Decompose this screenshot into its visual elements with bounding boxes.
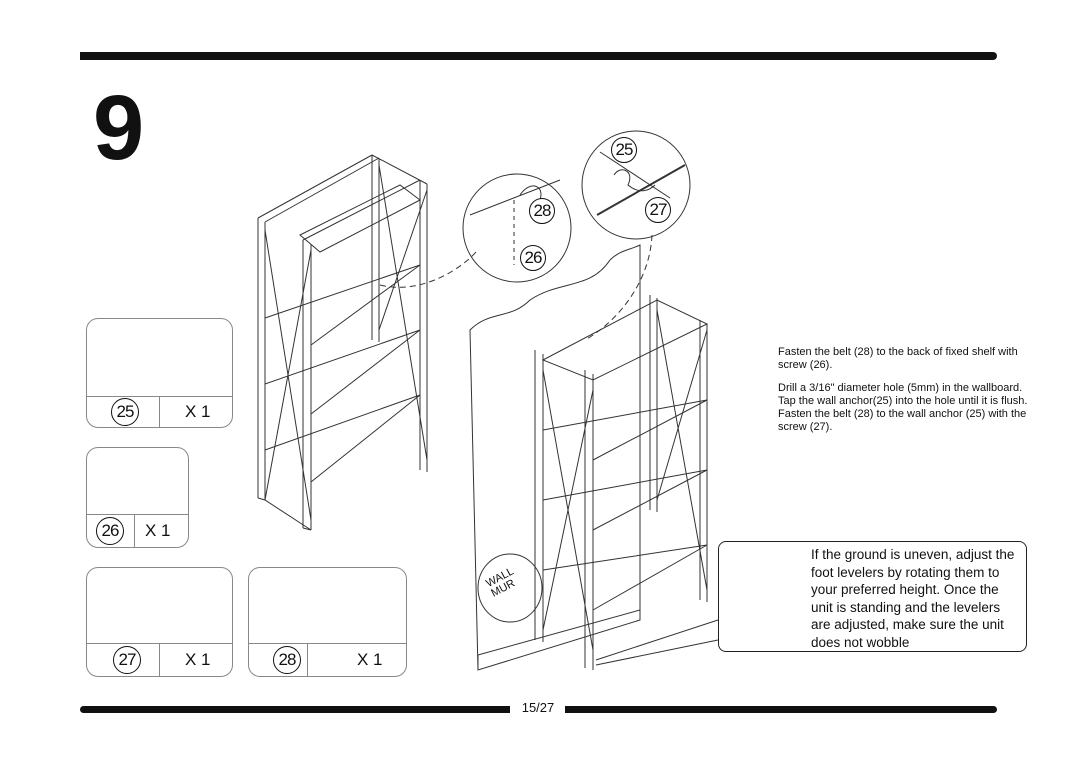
instructions: Fasten the belt (28) to the back of fixe… [778,346,1040,444]
part-box-27: 27 X 1 [86,567,233,677]
part-box-26: 26 X 1 [86,447,189,548]
shelf-unit-left [257,154,428,531]
callout-27: 27 [645,197,671,223]
part-id-25: 25 [111,398,139,426]
callout-28: 28 [529,198,555,224]
callout-26: 26 [520,245,546,271]
bottom-rule-left [80,706,510,713]
instruction-2: Drill a 3/16" diameter hole (5mm) in the… [778,382,1028,433]
part-qty-27: X 1 [185,650,211,669]
part-qty-28: X 1 [357,650,383,669]
detail-circle-shelf [462,173,572,283]
instruction-1: Fasten the belt (28) to the back of fixe… [778,346,1018,371]
part-qty-26: X 1 [145,521,171,540]
leveler-note: If the ground is uneven, adjust the foot… [811,547,1015,650]
page-number: 15/27 [521,700,555,715]
callout-25: 25 [611,137,637,163]
shelf-unit-right [534,295,709,670]
top-rule [80,52,997,60]
wall-board [469,244,641,671]
bottom-rule-right [565,706,997,713]
detail-circle-wall [581,130,691,240]
part-id-27: 27 [113,646,141,674]
part-id-26: 26 [96,517,124,545]
leveler-note-box: If the ground is uneven, adjust the foot… [718,541,1027,652]
part-qty-25: X 1 [185,402,211,421]
part-id-28: 28 [273,646,301,674]
part-box-28: 28 X 1 [248,567,407,677]
part-box-25: 25 X 1 [86,318,233,428]
step-number: 9 [93,77,145,179]
